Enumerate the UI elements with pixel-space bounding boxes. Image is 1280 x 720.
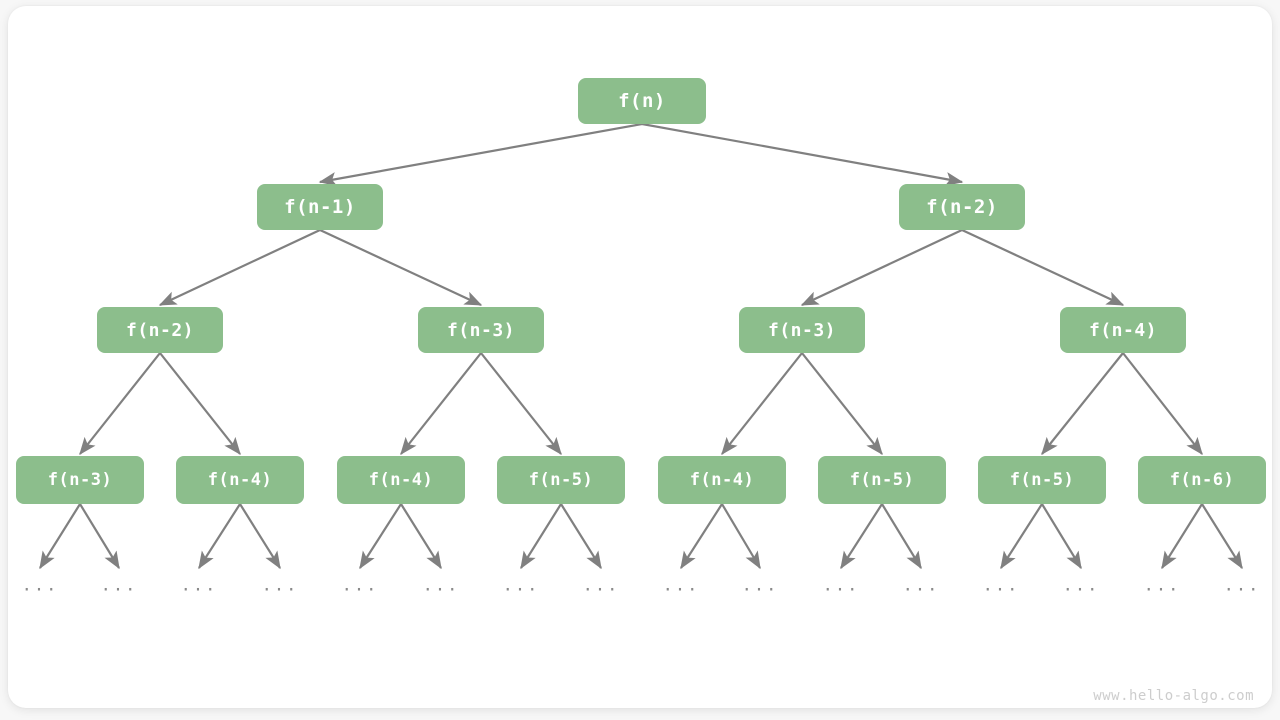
ellipsis-marker: ... xyxy=(662,575,700,596)
ellipsis-marker: ... xyxy=(502,575,540,596)
ellipsis-marker: ... xyxy=(422,575,460,596)
ellipsis-marker: ... xyxy=(100,575,138,596)
tree-node: f(n-1) xyxy=(257,184,383,230)
ellipsis-marker: ... xyxy=(341,575,379,596)
ellipsis-marker: ... xyxy=(1143,575,1181,596)
tree-node: f(n-5) xyxy=(978,456,1106,504)
ellipsis-marker: ... xyxy=(1223,575,1261,596)
tree-node: f(n-2) xyxy=(97,307,223,353)
ellipsis-marker: ... xyxy=(902,575,940,596)
ellipsis-marker: ... xyxy=(21,575,59,596)
tree-node: f(n-4) xyxy=(176,456,304,504)
tree-node: f(n-2) xyxy=(899,184,1025,230)
tree-node: f(n-3) xyxy=(418,307,544,353)
tree-node: f(n) xyxy=(578,78,706,124)
tree-node: f(n-3) xyxy=(16,456,144,504)
ellipsis-marker: ... xyxy=(822,575,860,596)
ellipsis-marker: ... xyxy=(982,575,1020,596)
tree-node: f(n-6) xyxy=(1138,456,1266,504)
tree-node: f(n-3) xyxy=(739,307,865,353)
ellipsis-marker: ... xyxy=(261,575,299,596)
tree-node: f(n-4) xyxy=(337,456,465,504)
ellipsis-marker: ... xyxy=(180,575,218,596)
ellipsis-marker: ... xyxy=(1062,575,1100,596)
tree-node: f(n-5) xyxy=(818,456,946,504)
tree-node: f(n-4) xyxy=(658,456,786,504)
tree-node: f(n-4) xyxy=(1060,307,1186,353)
ellipsis-marker: ... xyxy=(741,575,779,596)
watermark: www.hello-algo.com xyxy=(1093,688,1254,704)
ellipsis-marker: ... xyxy=(582,575,620,596)
tree-node: f(n-5) xyxy=(497,456,625,504)
